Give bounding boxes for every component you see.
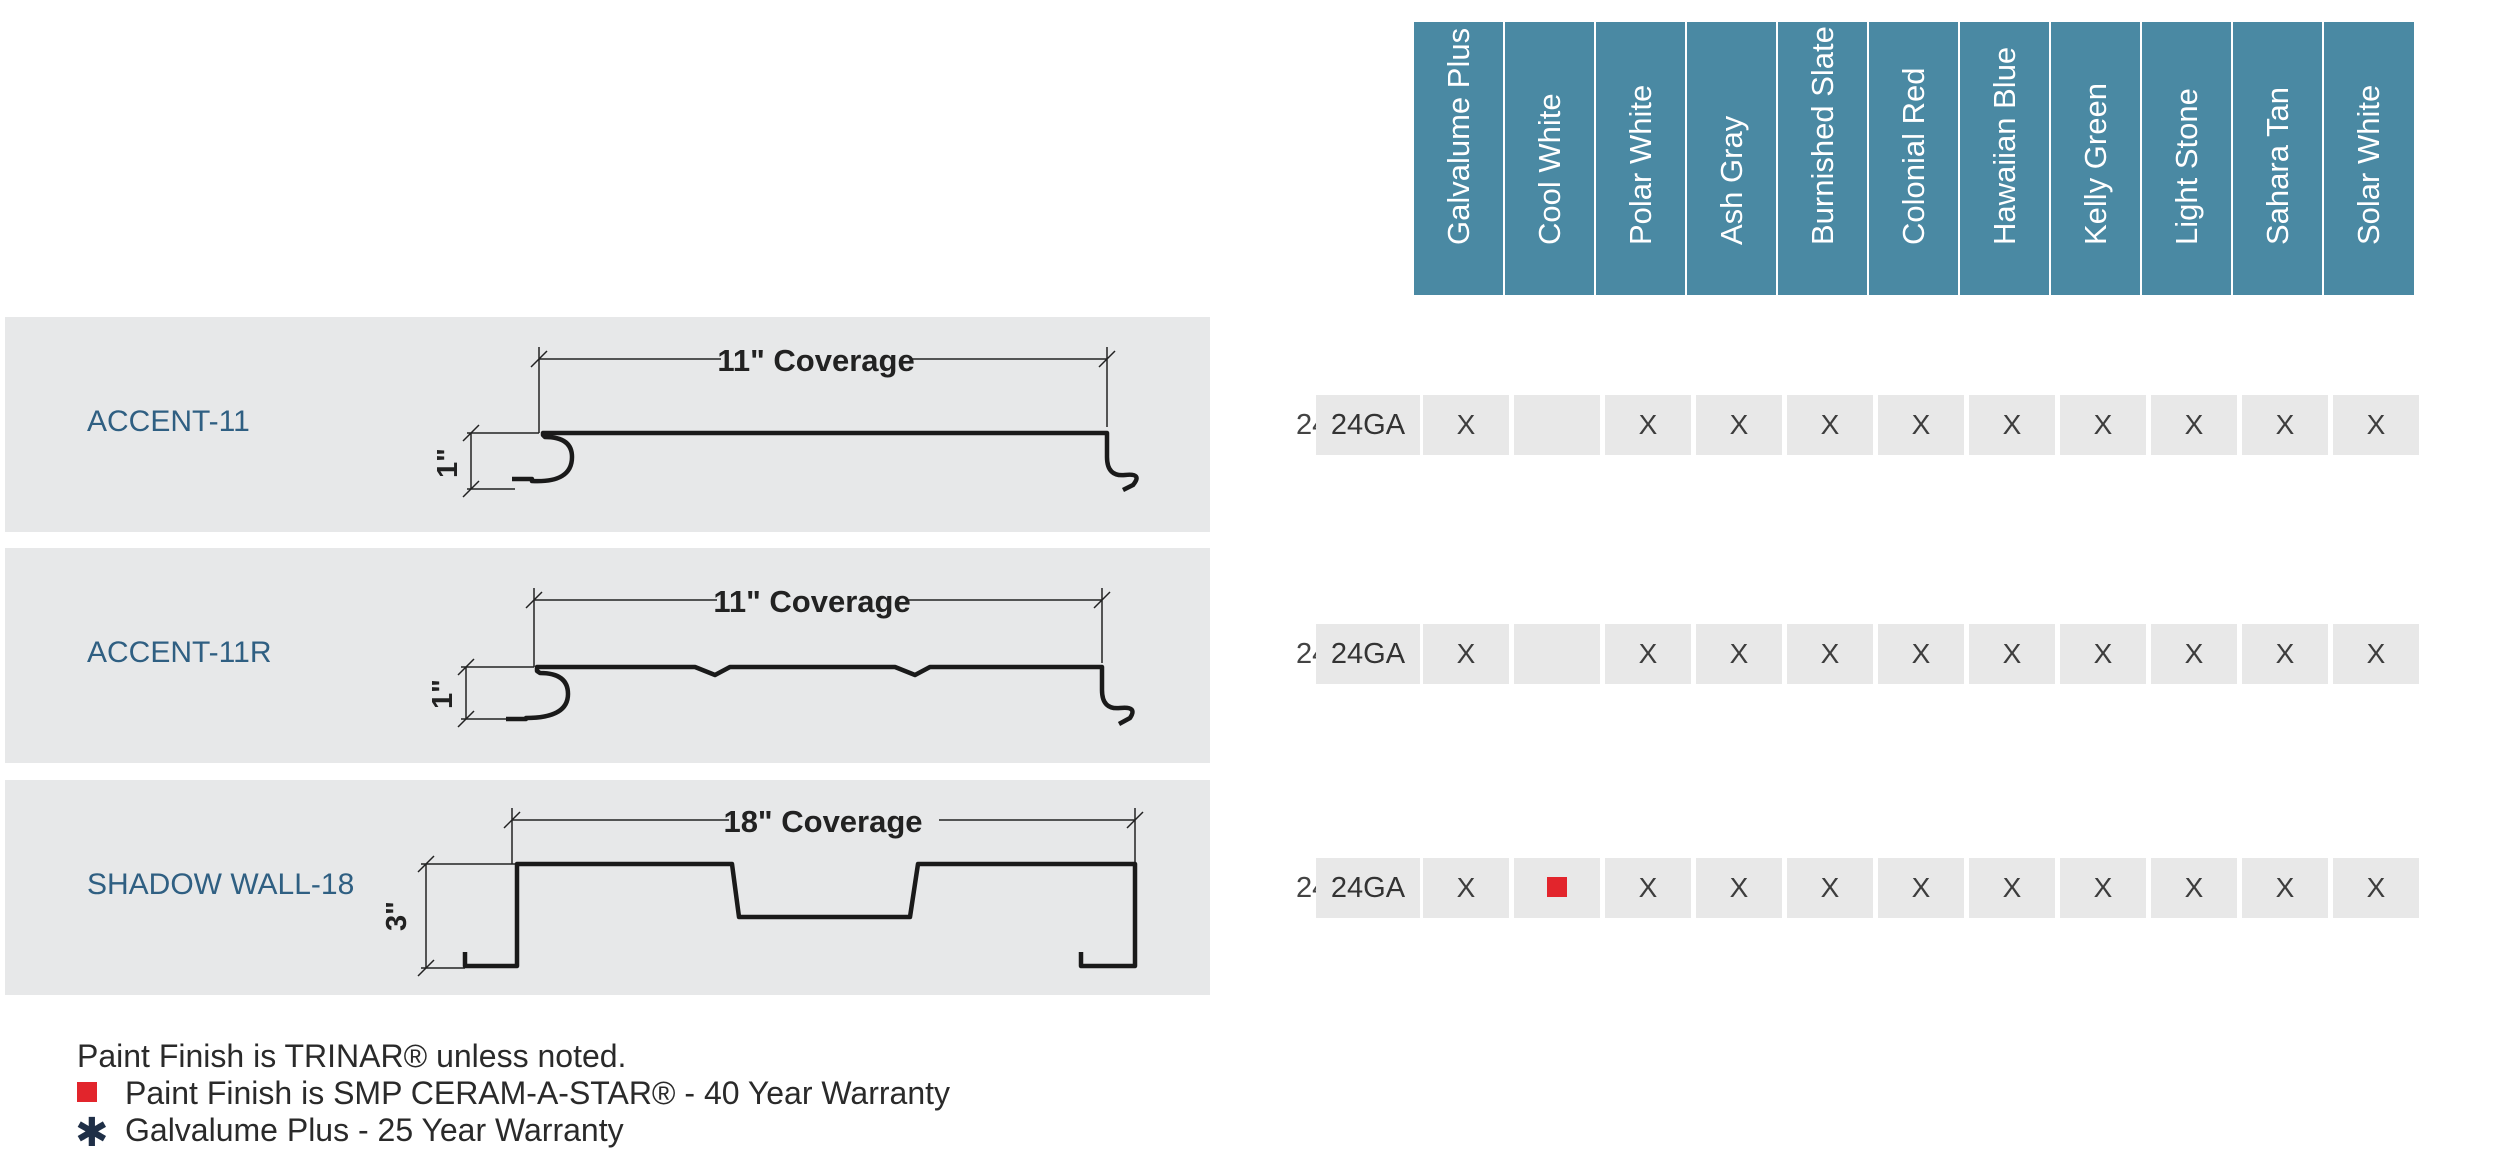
col-header-galvalume-plus: Galvalume Plus [1412,20,1506,297]
panel-row-shadow-wall-18: SHADOW WALL-18 18" Coverage 3" [5,780,1210,995]
availability-cell: X [1423,395,1509,455]
panel-name: ACCENT-11 [87,405,250,438]
availability-cell: X [1787,395,1873,455]
availability-cell: X [2242,858,2328,918]
col-header-burnished-slate: Burnished Slate [1776,20,1870,297]
availability-cell: X [1969,624,2055,684]
height-label: 1" [432,448,464,478]
availability-cell: X [1878,858,1964,918]
availability-cell: X [2151,395,2237,455]
col-header-label: Burnished Slate [1805,26,1840,245]
availability-cell: X [1696,395,1782,455]
col-header-colonial-red: Colonial Red [1867,20,1961,297]
availability-cell: X [2333,624,2419,684]
profile-drawing-shadow-wall-18: 18" Coverage 3" [381,802,1144,977]
profile-drawing-accent-11r: 11" Coverage 1" [427,582,1135,728]
col-header-kelly-green: Kelly Green [2049,20,2143,297]
height-label: 1" [427,679,459,709]
panel-name: ACCENT-11R [87,636,272,669]
col-header-label: Polar White [1623,84,1658,245]
col-header-label: Colonial Red [1896,67,1931,246]
availability-cell: X [2333,395,2419,455]
gauge-cell: 24GA [1316,858,1420,918]
availability-cell: X [1605,395,1691,455]
col-header-polar-white: Polar White [1594,20,1688,297]
cut-off-gauge: 24 [1296,638,1316,670]
table-row: 24 24GA X X X X X X X X X X [1296,624,2424,684]
col-header-label: Cool White [1532,93,1567,245]
availability-cell: X [1423,624,1509,684]
red-square-icon [77,1082,97,1102]
gauge-cell: 24GA [1316,624,1420,684]
availability-cell: X [1605,858,1691,918]
asterisk-icon: ✱ [75,1111,109,1155]
table-row: 24 24GA X X X X X X X X X X [1296,395,2424,455]
gauge-cell: 24GA [1316,395,1420,455]
col-header-label: Hawaiian Blue [1987,46,2022,245]
red-square-icon [1547,876,1567,897]
availability-cell: X [2151,858,2237,918]
availability-cell: X [1787,858,1873,918]
availability-cell: X [1605,624,1691,684]
legend-text: Paint Finish is TRINAR® unless noted. [77,1038,627,1074]
col-header-sahara-tan: Sahara Tan [2231,20,2325,297]
profile-drawing-accent-11: 11" Coverage 1" [432,341,1139,498]
col-header-label: Ash Gray [1714,115,1749,245]
panel-name: SHADOW WALL-18 [87,868,355,901]
panel-row-accent-11: ACCENT-11 11" Coverage 1" [5,317,1210,532]
availability-cell: X [1969,395,2055,455]
coverage-label: 18" Coverage [723,804,922,839]
availability-cell: X [2242,395,2328,455]
availability-cell: X [1423,858,1509,918]
coverage-label: 11" Coverage [713,584,910,619]
col-header-label: Kelly Green [2078,83,2113,245]
availability-cell: X [1969,858,2055,918]
table-row: 24 24GA X X X X X X X X X X [1296,858,2424,918]
cut-off-gauge: 24 [1296,409,1316,441]
col-header-label: Sahara Tan [2260,87,2295,245]
availability-cell: X [2060,395,2146,455]
col-header-label: Solar White [2351,84,2386,245]
legend-text: Galvalume Plus - 25 Year Warranty [125,1112,624,1148]
legend-text: Paint Finish is SMP CERAM-A-STAR® - 40 Y… [125,1075,950,1111]
availability-cell: X [1696,858,1782,918]
availability-cell: X [2060,624,2146,684]
availability-cell: X [1878,395,1964,455]
col-header-hawaiian-blue: Hawaiian Blue [1958,20,2052,297]
coverage-label: 11" Coverage [717,343,914,378]
col-header-label: Galvalume Plus [1441,27,1476,245]
availability-cell-smp [1514,858,1600,918]
col-header-solar-white: Solar White [2322,20,2416,297]
availability-cell: X [2151,624,2237,684]
availability-cell: X [2333,858,2419,918]
col-header-label: Light Stone [2169,88,2204,245]
availability-cell: X [1696,624,1782,684]
panel-row-accent-11r: ACCENT-11R 11" Coverage 1" [5,548,1210,763]
height-label: 3" [381,901,413,931]
availability-cell: X [2060,858,2146,918]
col-header-light-stone: Light Stone [2140,20,2234,297]
col-header-ash-gray: Ash Gray [1685,20,1779,297]
availability-cell: X [1787,624,1873,684]
col-header-cool-white: Cool White [1503,20,1597,297]
availability-cell: X [2242,624,2328,684]
cut-off-gauge: 24 [1296,872,1316,904]
availability-cell [1514,395,1600,455]
availability-cell: X [1878,624,1964,684]
availability-cell [1514,624,1600,684]
